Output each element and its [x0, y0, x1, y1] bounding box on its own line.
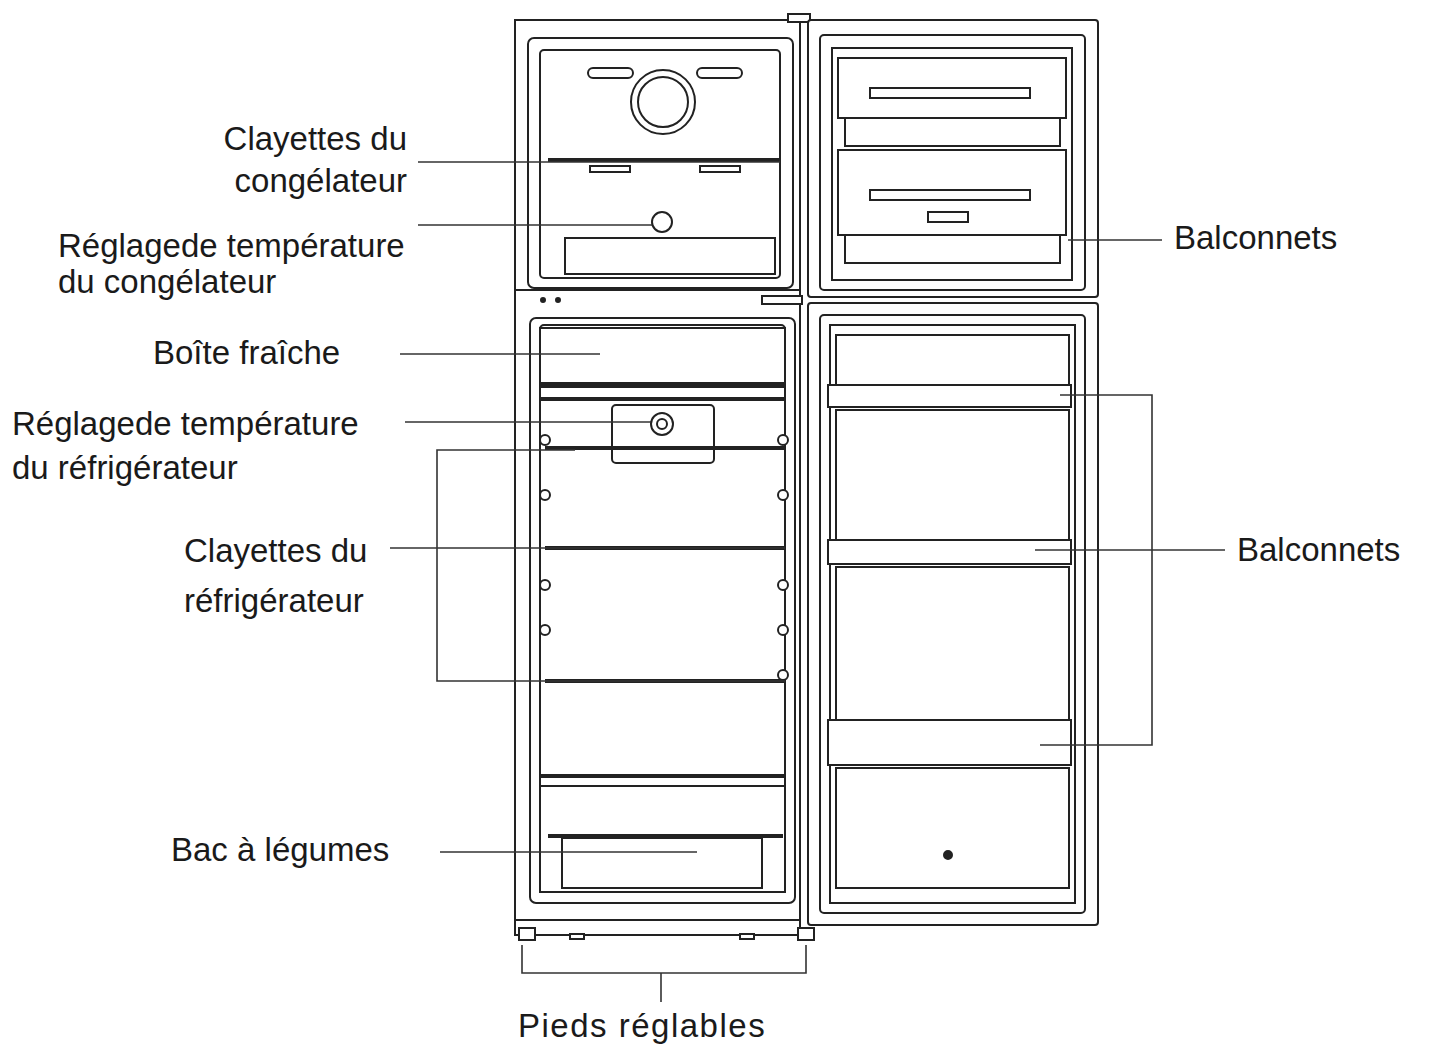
- door-gasket: [820, 35, 1085, 290]
- balcony-lip: [828, 385, 1071, 407]
- part-label: Clayettes du congélateur: [195, 118, 407, 202]
- shelf-support: [778, 435, 788, 445]
- door-liner: [830, 325, 1075, 903]
- bracket: [1040, 395, 1152, 745]
- crisper: [540, 786, 785, 892]
- leader-line: [390, 547, 785, 549]
- door-balcony: [838, 58, 1066, 118]
- vent: [588, 68, 633, 78]
- part-label: Réglagede température du réfrigérateur: [12, 402, 384, 490]
- door-balcony: [836, 567, 1069, 720]
- bracket: [522, 945, 806, 973]
- fan-cover: [631, 70, 695, 134]
- freezer-knob: [652, 212, 672, 232]
- base-tab: [740, 934, 754, 939]
- leader-line: [400, 353, 600, 355]
- bracket: [437, 450, 785, 681]
- part-label: Balconnets: [1237, 530, 1437, 570]
- part-label: Pieds réglables: [518, 1006, 838, 1046]
- shelf-support: [778, 670, 788, 680]
- leader-line: [440, 851, 697, 853]
- foot: [798, 928, 814, 940]
- balcony-lip: [828, 720, 1071, 765]
- door-balcony: [836, 410, 1069, 540]
- shelf-support: [778, 490, 788, 500]
- door-badge: [928, 212, 968, 222]
- part-label: Réglagede température du congélateur: [58, 228, 430, 300]
- base-tab: [570, 934, 584, 939]
- crisper-front: [562, 838, 762, 888]
- fan-cover: [638, 77, 688, 127]
- door-switch: [762, 296, 802, 304]
- door-balcony: [836, 335, 1069, 385]
- shelf-support: [540, 490, 550, 500]
- balcony-lip: [845, 118, 1060, 146]
- freezer-liner: [528, 38, 793, 288]
- leader-line: [418, 161, 780, 163]
- part-label: Boîte fraîche: [153, 333, 413, 373]
- balcony-lip: [828, 540, 1071, 564]
- freezer-inner: [540, 50, 780, 278]
- fridge-liner: [530, 318, 795, 903]
- fridge-knob: [657, 419, 667, 429]
- balcony-slot: [870, 190, 1030, 200]
- fresh-box-edge: [540, 397, 785, 401]
- part-label: Clayettes du réfrigérateur: [184, 526, 389, 626]
- shelf-tab: [700, 166, 740, 172]
- shelf-tab: [590, 166, 630, 172]
- fridge-door: [808, 303, 1098, 925]
- crisper-cover: [540, 774, 785, 778]
- door-gasket: [820, 315, 1085, 913]
- thermostat-housing: [612, 405, 714, 463]
- leader-line: [418, 224, 652, 226]
- part-label: Balconnets: [1174, 218, 1394, 258]
- shelf-support: [540, 580, 550, 590]
- shelf-support: [540, 435, 550, 445]
- part-label: Bac à légumes: [171, 830, 451, 870]
- door-mark: [944, 851, 952, 859]
- foot: [519, 928, 535, 940]
- fridge-knob: [651, 413, 673, 435]
- balcony-slot: [870, 88, 1030, 98]
- leader-line: [1068, 239, 1162, 241]
- leader-line: [1035, 549, 1225, 551]
- door-liner: [832, 48, 1072, 280]
- shelf-support: [778, 580, 788, 590]
- fridge-shelf: [545, 446, 785, 450]
- fresh-box: [540, 328, 785, 383]
- indicator-dot: [541, 298, 545, 302]
- vent: [697, 68, 742, 78]
- shelf-support: [778, 625, 788, 635]
- leader-line: [660, 973, 662, 1002]
- divider: [515, 289, 800, 291]
- indicator-dot: [556, 298, 560, 302]
- door-balcony: [836, 768, 1069, 888]
- cabinet-body: [515, 20, 800, 935]
- leader-line: [405, 421, 651, 423]
- door-balcony: [838, 150, 1066, 235]
- freezer-tray: [565, 238, 775, 274]
- balcony-lip: [845, 235, 1060, 263]
- fresh-box-edge: [540, 384, 785, 388]
- base: [515, 920, 800, 935]
- freezer-door: [808, 20, 1098, 297]
- shelf-support: [540, 625, 550, 635]
- hinge: [788, 14, 810, 22]
